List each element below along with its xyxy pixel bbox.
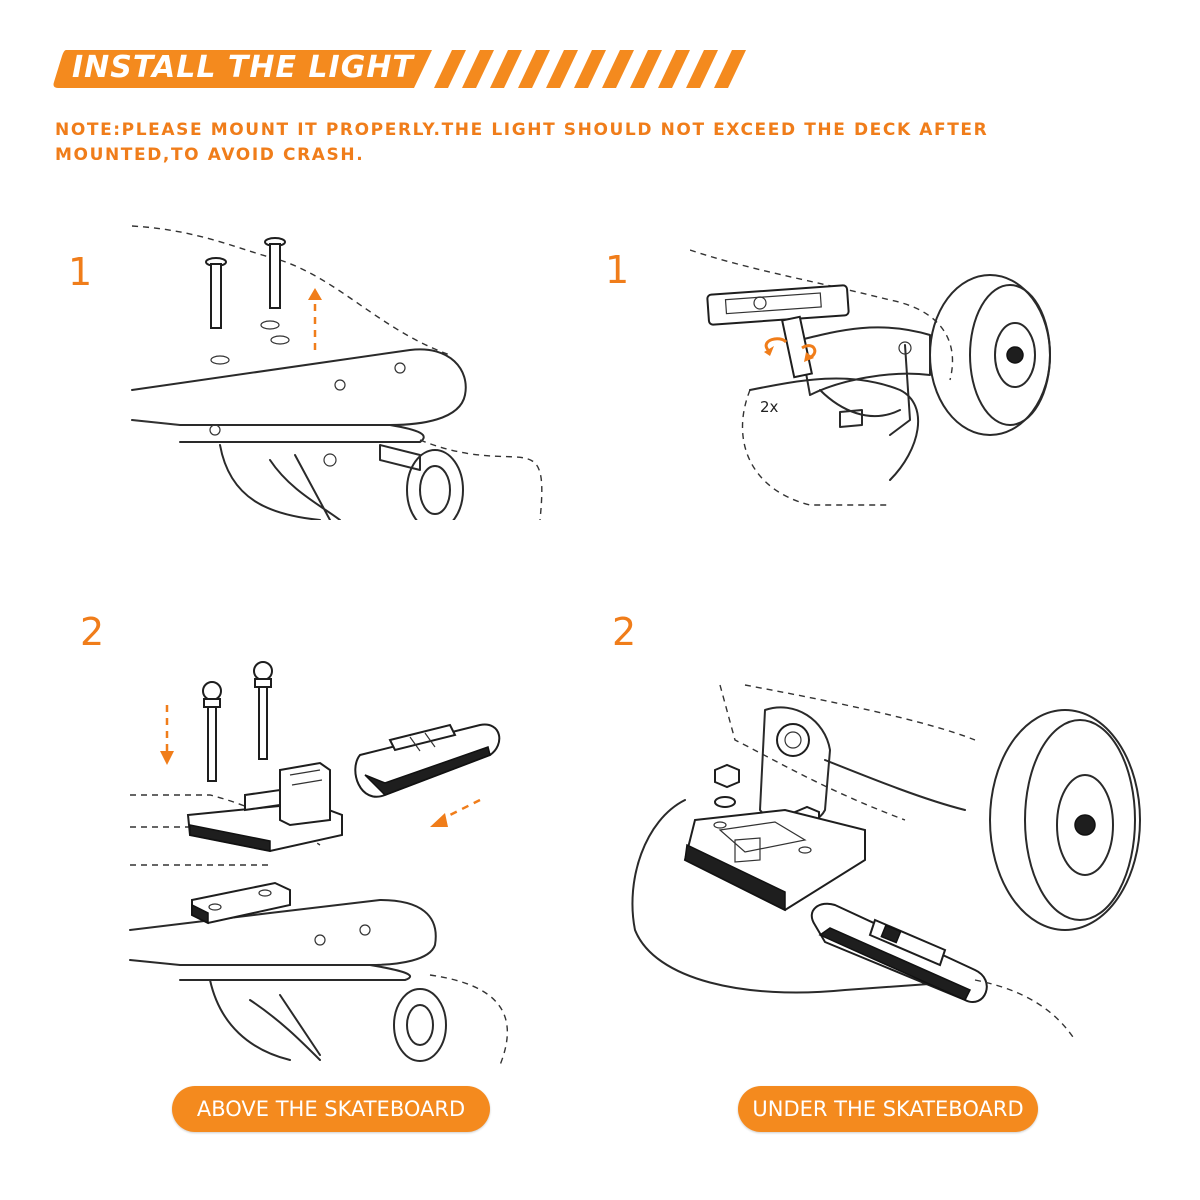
step1-remove-screws-illustration: [120, 220, 560, 520]
above-skateboard-label: ABOVE THE SKATEBOARD: [172, 1086, 490, 1132]
banner-stripes: [434, 50, 746, 88]
repeat-count-label: 2x: [760, 398, 779, 416]
under-light-unit: [812, 904, 987, 1002]
step2-above-illustration: [120, 655, 540, 1065]
light-unit: [355, 725, 499, 797]
mount-screw-2: [254, 662, 272, 759]
screw-left: [206, 258, 226, 328]
page-title: INSTALL THE LIGHT: [72, 50, 414, 85]
step1-unscrew-truck-illustration: 2x: [690, 240, 1090, 520]
step-number-bottom-left: 2: [80, 610, 104, 654]
screw-right: [265, 238, 285, 308]
mounted-bracket: [685, 810, 865, 910]
step-number-top-left: 1: [68, 250, 92, 294]
skate-tool: [707, 285, 849, 377]
warning-note: NOTE:PLEASE MOUNT IT PROPERLY.THE LIGHT …: [55, 118, 1055, 168]
note-line-2: MOUNTED,TO AVOID CRASH.: [55, 143, 1055, 168]
step-number-bottom-right: 2: [612, 610, 636, 654]
mount-screw-1: [203, 682, 221, 781]
nut-washer-left: [715, 765, 739, 807]
note-line-1: NOTE:PLEASE MOUNT IT PROPERLY.THE LIGHT …: [55, 118, 1055, 143]
step2-under-illustration: [625, 680, 1145, 1050]
step-number-top-right: 1: [605, 248, 629, 292]
under-skateboard-label: UNDER THE SKATEBOARD: [738, 1086, 1038, 1132]
